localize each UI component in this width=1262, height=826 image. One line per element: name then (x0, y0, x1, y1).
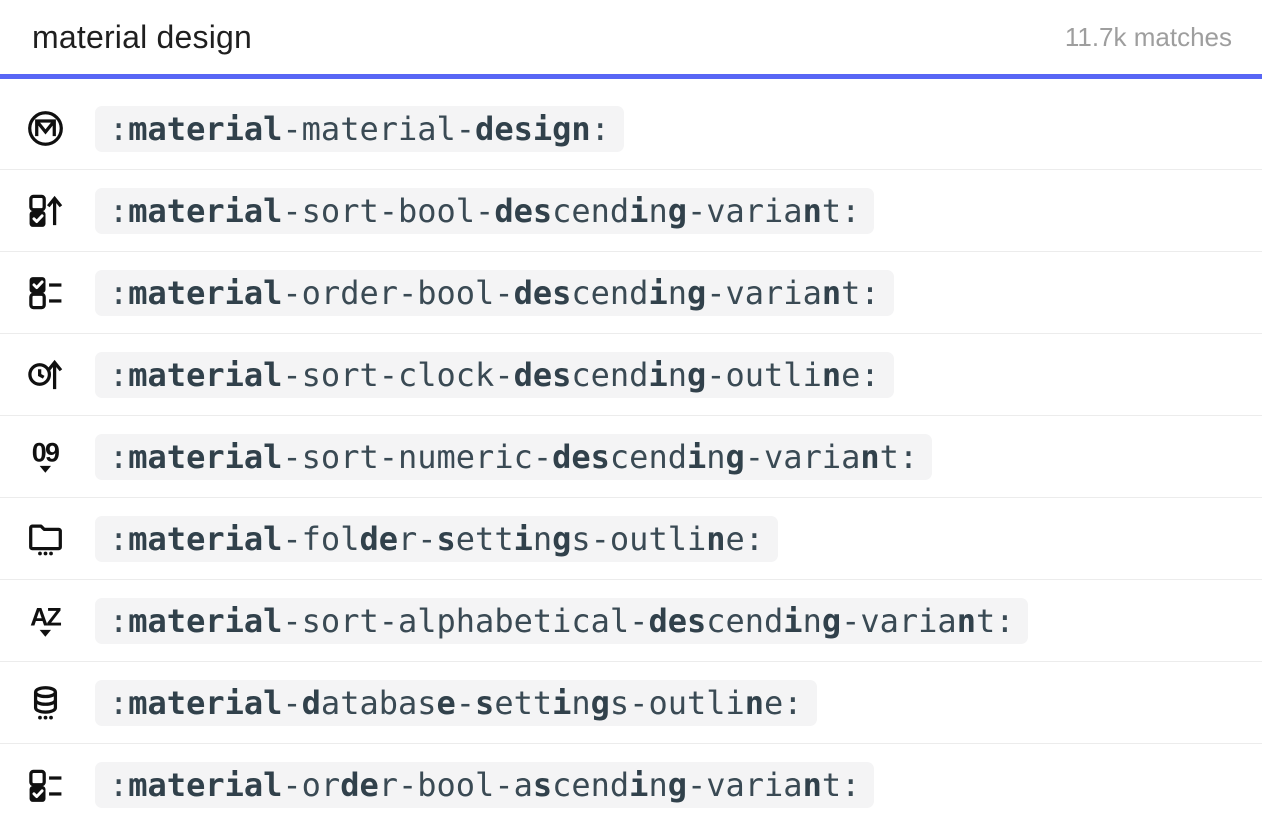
sort-clock-descending-outline-icon (25, 355, 65, 395)
result-row[interactable]: :material-database-settings-outline: (0, 662, 1262, 744)
material-design-icon (25, 109, 65, 149)
sort-numeric-descending-variant-icon: 09 (25, 437, 65, 477)
sort-alphabetical-descending-variant-icon: AZ (25, 601, 65, 641)
order-bool-descending-variant-icon (25, 273, 65, 313)
sort-bool-descending-variant-icon (25, 191, 65, 231)
svg-text:AZ: AZ (30, 604, 61, 632)
result-row[interactable]: :material-sort-clock-descending-outline: (0, 334, 1262, 416)
icon-code-chip: :material-sort-alphabetical-descending-v… (95, 597, 1029, 644)
search-input[interactable]: material design (32, 18, 252, 55)
search-header: material design 11.7k matches (0, 0, 1262, 74)
folder-settings-outline-icon (25, 519, 65, 559)
icon-code-chip: :material-sort-numeric-descending-varian… (95, 433, 933, 480)
result-row[interactable]: 09 :material-sort-numeric-descending-var… (0, 416, 1262, 498)
icon-code-chip: :material-database-settings-outline: (95, 679, 817, 726)
result-row[interactable]: :material-material-design: (0, 88, 1262, 170)
result-row[interactable]: :material-order-bool-descending-variant: (0, 252, 1262, 334)
icon-code-chip: :material-sort-clock-descending-outline: (95, 351, 894, 398)
icon-code-chip: :material-order-bool-ascending-variant: (95, 762, 875, 808)
icon-code-chip: :material-order-bool-descending-variant: (95, 269, 894, 316)
icon-code-chip: :material-material-design: (95, 105, 624, 152)
database-settings-outline-icon (25, 683, 65, 723)
result-row[interactable]: :material-sort-bool-descending-variant: (0, 170, 1262, 252)
results-list: :material-material-design: :material-sor… (0, 79, 1262, 826)
accent-divider (0, 74, 1262, 79)
result-row[interactable]: :material-order-bool-ascending-variant: (0, 744, 1262, 826)
icon-code-chip: :material-sort-bool-descending-variant: (95, 187, 875, 234)
result-row[interactable]: AZ :material-sort-alphabetical-descendin… (0, 580, 1262, 662)
icon-code-chip: :material-folder-settings-outline: (95, 515, 779, 562)
svg-text:09: 09 (31, 438, 58, 468)
order-bool-ascending-variant-icon (25, 765, 65, 805)
match-count: 11.7k matches (1064, 21, 1232, 52)
result-row[interactable]: :material-folder-settings-outline: (0, 498, 1262, 580)
